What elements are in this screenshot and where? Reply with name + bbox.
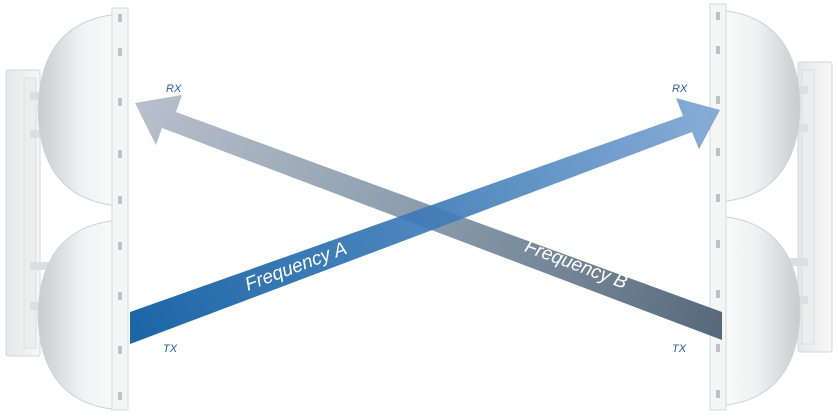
- left-antenna-icon: [5, 7, 129, 411]
- tx-right-label: TX: [672, 343, 687, 355]
- frequency-a-arrow: [130, 98, 720, 344]
- rx-left-label: RX: [166, 83, 182, 95]
- right-antenna-icon: [709, 3, 833, 411]
- tx-left-label: TX: [163, 343, 178, 355]
- rx-right-label: RX: [672, 83, 688, 95]
